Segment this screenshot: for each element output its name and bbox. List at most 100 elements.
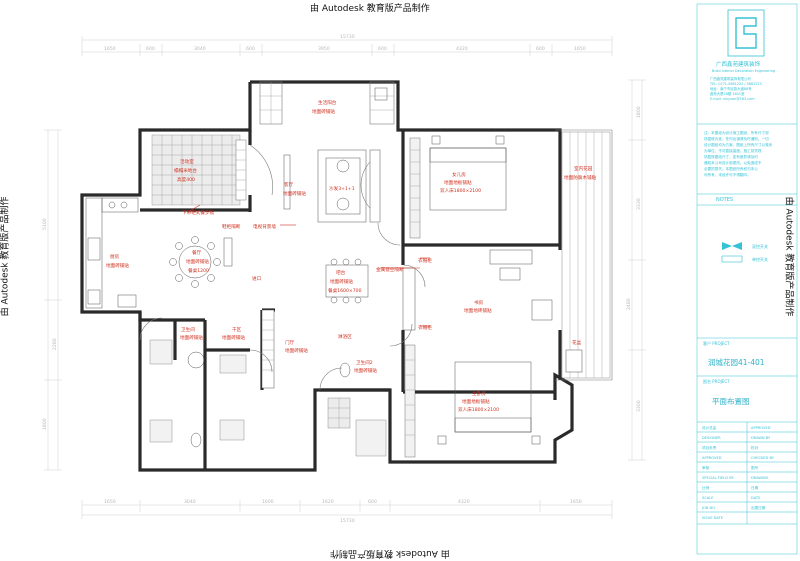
dim-top-6: 600 [378,46,387,52]
notes-line-5: 场复核图纸尺寸，如有差异请及时 [704,154,758,159]
field-10-label: ISSUE DATE [702,516,724,520]
field-5-label: 审核 [702,465,710,470]
dim-top-2: 600 [146,46,155,52]
dim-top-4: 600 [246,46,255,52]
label-study-floor: 地面地砖铺贴 [464,307,492,314]
single-switch-icon [721,255,743,263]
label-kitchen-floor: 地面砖铺贴 [106,262,129,269]
label-shower: 淋浴区 [338,333,352,340]
label-entrance: 门厅 [285,339,295,346]
double-switch-icon [722,242,742,250]
dim-bottom-7: 1650 [570,499,582,505]
label-service-balcony-floor: 地面砖铺贴 [312,108,335,115]
company-name: 广西鑫苑建筑装饰 [716,60,761,68]
notes-line-8: 司所有，未经许可不得翻印。 [704,172,751,177]
label-laundry-floor: 地面砖铺贴 [222,334,245,341]
dim-top-3: 3040 [194,46,206,52]
field-3-value: 校对 [751,445,759,450]
legend-label-2: 单控开关 [752,256,768,262]
field-8-value: DATE [751,496,761,500]
field-8-label: SCALE [702,496,714,500]
label-bath-1-floor: 地面砖铺贴 [180,334,203,341]
dim-left-1: 5100 [42,218,48,230]
field-9-value: 出图日期 [751,505,766,510]
label-living-room: 客厅 [284,181,294,188]
dim-bottom-1: 1650 [104,499,116,505]
dim-right-2: 3330 [636,198,642,210]
field-7-label: 比例 [702,485,710,490]
company-logo [727,9,765,57]
field-6-label: SPECIAL FIELD BY [702,476,734,480]
label-entry-mark: 进口 [252,275,262,282]
dim-bottom-total: 15730 [340,518,355,524]
field-5-value: 图号 [751,465,759,470]
label-bar-table: 餐桌1600×700 [328,287,362,294]
field-2-label: DESIGNER [702,436,721,440]
room-features [85,81,611,458]
dim-top-5: 3950 [318,46,330,52]
dim-right-3: 2480 [626,298,632,310]
label-bar-floor: 地面砖铺贴 [330,278,353,285]
dim-top-total: 15730 [340,34,355,40]
label-bar: 吧台 [336,269,346,276]
label-dining-floor: 地面砖铺贴 [186,258,209,265]
drawing-name: 平面布置图 [712,396,750,406]
label-tv-wall: 电视背景墙 [253,223,276,230]
company-info-1: 广西鑫苑建筑装饰有限公司 [710,76,751,81]
label-garden-floor: 地面防腐木铺贴 [564,174,597,181]
dim-bottom-4: 1620 [322,499,334,505]
label-activity-tatami: 榻榻米地台 [174,167,197,174]
company-info-4: 鑫苑大厦18楼 1801室 [710,91,745,96]
label-garden: 室内花园 [574,165,593,172]
label-sofa: 沙发3+1+1 [329,185,355,192]
label-entrance-floor: 地面砖铺贴 [285,347,308,354]
legend-label-1: 双控开关 [752,243,768,249]
notes-line-2: 场复核为准，任何出错请及时通知。一切 [704,136,769,141]
label-planter: 花盆 [572,339,582,346]
dim-right-4: 3300 [636,400,642,412]
label-master-floor: 地面地板铺贴 [462,398,490,405]
field-1-label: 设计总监 [702,425,717,430]
label-dining: 餐厅 [192,249,202,256]
notes-line-3: 设计图纸均为方案，图纸上所有尺寸以毫米 [704,142,773,147]
dim-bottom-3: 1600 [262,499,274,505]
dim-right-1: 1800 [636,106,642,118]
label-bath-2: 卫生间2 [356,359,373,366]
notes-label: NOTES [716,197,733,203]
label-bath-1: 卫生间 [181,326,195,333]
field-3-label: 项目负责 [702,445,717,450]
label-master-room: 主卧房 [472,390,486,397]
label-kitchen: 厨房 [110,253,120,260]
logo-mark [735,17,757,49]
label-service-balcony: 生活阳台 [318,99,337,106]
field-4-label: APPROVED [702,456,722,460]
label-activity-room: 活动室 [180,158,194,165]
field-2-value: DRAWN BY [751,436,771,440]
dim-top-1: 1650 [104,46,116,52]
dim-top-9: 1650 [574,46,586,52]
dimension-lines: 15730 1650 600 3040 600 3950 600 4320 60… [42,34,646,524]
label-laundry: 干区 [232,327,242,333]
label-bath-2-floor: 地面砖铺贴 [354,367,377,374]
label-study: 书房 [474,299,484,306]
label-dining-table: 餐桌1200 [188,267,209,274]
field-9-label: JOB NO. [701,506,716,510]
dim-left-3: 1800 [42,418,48,430]
title-block: 广西鑫苑建筑装饰 Build Interior Decoration Engin… [696,3,798,555]
field-4-value: CHECKED BY [751,456,775,460]
drawing-label: 图名 PROJECT [703,378,730,384]
label-metal-partition: 金属镂空隔断 [376,266,404,273]
notes-line-7: 必要的损失。本图纸所有权归本公 [704,166,758,171]
label-shoe-partition: 鞋柜隔断 [222,223,241,230]
dim-bottom-2: 3040 [184,499,196,505]
company-name-en: Build Interior Decoration Engineering [712,69,775,73]
project-name: 润城花园41-401 [708,357,765,367]
company-info-3: 地址：南宁市民族大道88号 [710,86,752,91]
field-6-value: DRAWING [751,476,769,480]
label-daughter-room: 女儿房 [452,171,466,178]
watermark-top: 由 Autodesk 教育版产品制作 [310,4,430,14]
notes-line-4: 为单位，不可直接量度。施工前须现 [704,148,762,153]
label-activity-height: 高度400 [177,176,195,183]
label-living-floor: 地面砖铺贴 [283,190,306,197]
